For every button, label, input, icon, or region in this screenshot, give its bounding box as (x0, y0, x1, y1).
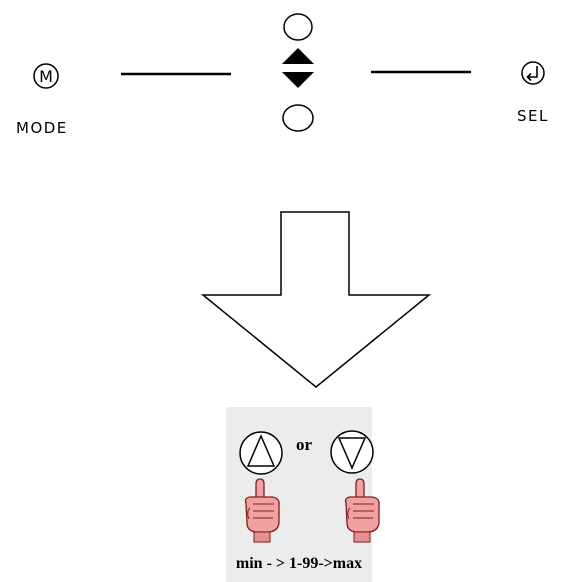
or-connector-text: or (296, 435, 313, 454)
big-down-arrow (200, 211, 432, 388)
range-text: min - > 1-99->max (236, 555, 362, 572)
down-button-icon (330, 430, 374, 474)
enter-icon-arrow (526, 66, 538, 82)
mode-button-group: M MODE (16, 63, 68, 137)
pointing-hand-right-icon (344, 478, 380, 543)
up-arrow-icon (282, 48, 314, 64)
down-triangle-icon (337, 437, 367, 470)
pointing-hand-left-icon (244, 478, 280, 543)
select-button-group: SEL (517, 61, 549, 125)
enter-icon (521, 61, 545, 85)
up-button-group (239, 431, 283, 475)
down-arrow-icon (282, 72, 314, 88)
lower-indicator-circle (282, 104, 314, 132)
up-triangle-icon (246, 434, 276, 467)
mode-button-icon (33, 63, 59, 89)
down-button-group (330, 430, 374, 474)
mode-button-letter: M (39, 67, 53, 86)
up-down-control (282, 13, 314, 132)
up-button-icon (239, 431, 283, 475)
sel-label: SEL (517, 107, 549, 125)
mode-label: MODE (16, 119, 68, 137)
upper-indicator-circle (283, 13, 313, 41)
